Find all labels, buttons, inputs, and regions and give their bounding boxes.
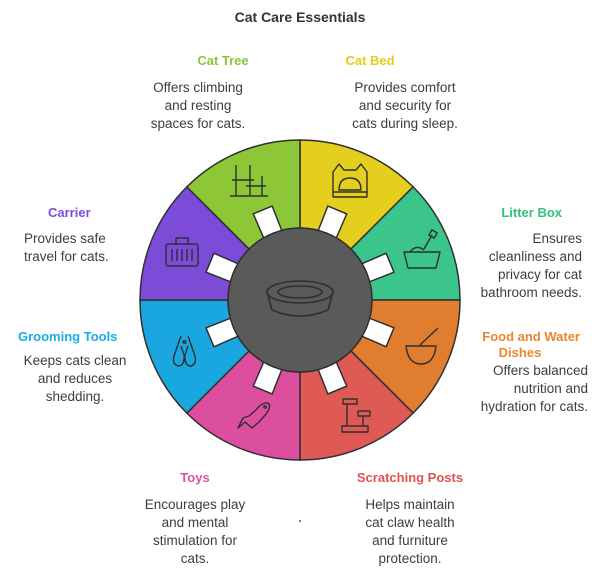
litter-box-label: Litter Box <box>501 205 562 220</box>
stray-dot <box>299 520 301 522</box>
scratching-post-icon <box>341 398 371 433</box>
cat-bed-icon <box>332 163 368 198</box>
litter-box-icon <box>403 229 441 269</box>
cat-bed-label: Cat Bed <box>345 53 395 68</box>
cat-bowl-icon <box>266 280 334 317</box>
wheel-notches <box>205 205 395 395</box>
carrier-icon <box>165 237 199 267</box>
toys-label: Toys <box>180 470 210 485</box>
diagram-title: Cat Care Essentials <box>234 9 366 25</box>
cat-tree-label: Cat Tree <box>197 53 249 68</box>
food-water-label: Food and Water Dishes <box>482 329 580 360</box>
nail-clipper-icon <box>172 335 197 367</box>
scratching-posts-label: Scratching Posts <box>356 470 464 485</box>
cat-tree-icon <box>230 165 268 197</box>
food-bowl-icon <box>405 327 439 365</box>
grooming-tools-label: Grooming Tools <box>18 329 118 344</box>
center-hub <box>227 227 373 373</box>
fish-toy-icon <box>237 402 271 429</box>
carrier-label: Carrier <box>48 205 91 220</box>
